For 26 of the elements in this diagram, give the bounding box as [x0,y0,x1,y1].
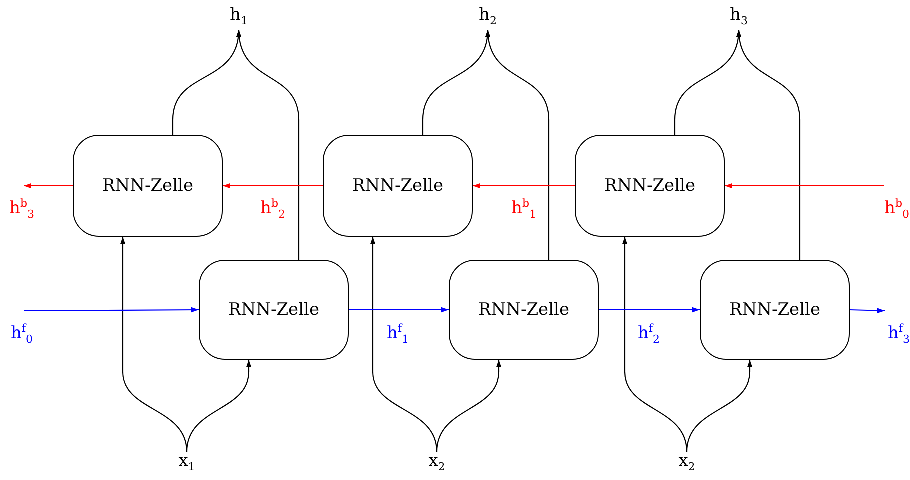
arrow [24,183,73,189]
arrow [686,360,753,452]
process-box: RNN-Zelle [449,260,599,360]
output-label: h$_{3}$ [724,6,754,30]
output-label: h$_{1}$ [224,6,254,30]
input-label: x$_{2}$ [672,452,702,476]
arrow [473,183,575,189]
arrow [486,30,550,260]
arrow [436,360,502,452]
process-box: RNN-Zelle [700,260,850,360]
arrow [186,360,252,452]
process-box: RNN-Zelle [73,135,223,237]
process-box: RNN-Zelle [199,260,349,360]
arrow [599,307,700,313]
arrow [737,30,801,260]
arrow [850,308,886,314]
arrow [237,30,300,260]
input-label: x$_{1}$ [172,452,202,476]
arrow [223,183,323,189]
arrow [725,183,884,189]
input-label: x$_{2}$ [422,452,452,476]
process-box: RNN-Zelle [575,135,725,237]
process-box: RNN-Zelle [323,135,473,237]
output-label: h$_{2}$ [473,6,503,30]
arrow [349,307,449,313]
arrow [24,307,199,313]
